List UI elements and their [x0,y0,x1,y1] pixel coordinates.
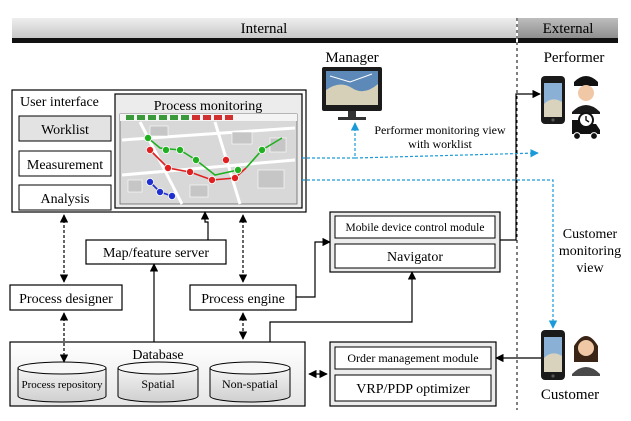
order-module-box[interactable] [334,346,492,370]
monitoring-view-links [302,122,558,329]
external-label: External [543,21,594,37]
map-feature-server-label: Map/feature server [103,246,209,261]
navigator-label: Navigator [387,250,443,265]
map-server-to-monitoring-arrow [200,211,210,240]
order-module-label: Order management module [347,351,478,365]
dashed-connectors [59,214,248,363]
mobile-device-control-label: Mobile device control module [346,222,485,234]
performer-label: Performer [544,50,605,66]
measurement-label: Measurement [27,158,103,173]
spatial-cylinder[interactable] [117,361,199,403]
performer-view-link [354,149,539,159]
process-monitoring-title: Process monitoring [154,99,263,114]
customer-view-label-line2: monitoring [559,244,621,259]
map-feature-server-box[interactable] [85,239,227,265]
database-title: Database [132,348,183,363]
manager-monitor-icon [322,67,382,120]
process-designer-box[interactable] [9,284,123,311]
non-spatial-cylinder[interactable] [209,361,291,403]
worklist-box[interactable] [18,115,112,142]
internal-label: Internal [241,21,288,37]
optimizer-label: VRP/PDP optimizer [356,382,470,397]
performer-person-icon [572,76,600,114]
customer-label: Customer [541,387,599,403]
external-header [518,18,618,38]
customer-view-link [302,179,558,329]
customer-view-label-line1: Customer [563,227,618,242]
header-bar: Internal External [12,18,618,43]
analysis-label: Analysis [41,192,90,207]
performer-phone-icon [541,76,565,124]
manager-label: Manager [325,50,378,66]
user-interface-title: User interface [20,95,99,110]
customer-view-label-bg [556,224,626,282]
optimizer-box[interactable] [334,374,492,402]
process-monitoring-map [119,113,298,205]
clock-icon [578,112,594,128]
engine-to-mobile-arrow [296,237,331,298]
worklist-label: Worklist [41,123,89,138]
mobile-to-performer-arrow [500,89,541,241]
analysis-box[interactable] [18,184,112,211]
customer-person-icon [572,336,600,376]
measurement-box[interactable] [18,150,112,177]
process-engine-label: Process engine [201,292,285,307]
manager-view-link [302,122,360,159]
customer-phone-icon [541,330,565,380]
process-engine-box[interactable] [189,284,297,311]
navigator-box[interactable] [334,243,496,269]
db-to-navigator-arrow [269,271,417,342]
internal-header [12,18,516,38]
customer-view-label-line3: view [576,261,604,276]
non-spatial-label: Non-spatial [222,377,279,391]
solid-connectors [149,89,541,379]
process-repository-cylinder[interactable] [17,361,107,403]
spatial-label: Spatial [141,377,175,391]
process-designer-label: Process designer [19,292,113,307]
performer-view-label-bg [364,122,514,152]
performer-view-label-line1: Performer monitoring view [374,123,506,137]
performer-view-label-line2: with worklist [408,137,472,151]
mobile-device-control-box[interactable] [334,215,496,239]
process-repository-label: Process repository [22,379,103,391]
